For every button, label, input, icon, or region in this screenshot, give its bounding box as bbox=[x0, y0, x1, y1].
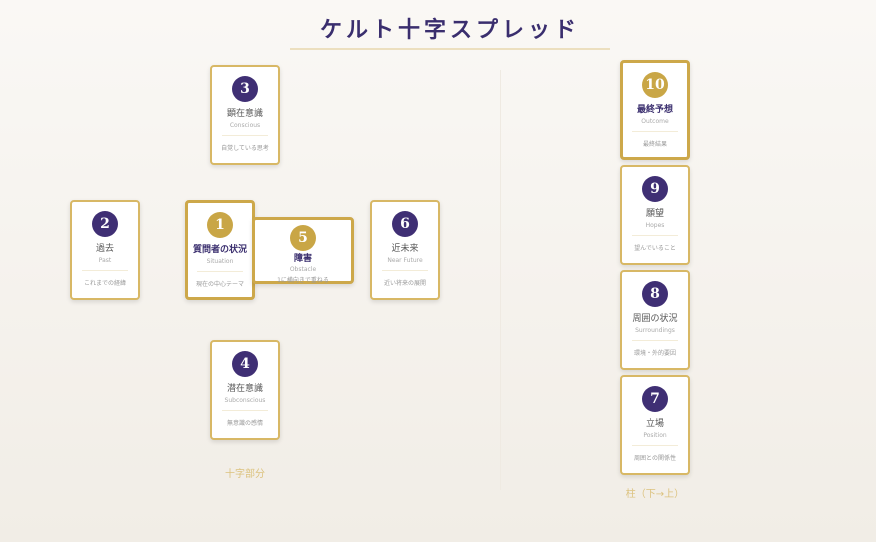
card-divider bbox=[632, 445, 678, 446]
page-title: ケルト十字スプレッド bbox=[319, 18, 580, 43]
card-position-10[interactable]: 10 最終予想 Outcome 最終結果 bbox=[620, 60, 690, 160]
card-divider bbox=[632, 340, 678, 341]
card-name: 近未来 bbox=[391, 244, 419, 254]
card-english-name: Hopes bbox=[645, 222, 665, 229]
card-divider bbox=[632, 235, 678, 236]
card-divider bbox=[222, 135, 268, 136]
card-position-4[interactable]: 4 潜在意識 Subconscious 無意識の感情 bbox=[210, 340, 280, 440]
card-number-badge: 6 bbox=[392, 211, 418, 237]
card-number-badge: 5 bbox=[290, 225, 316, 251]
card-description: これまでの経緯 bbox=[83, 280, 126, 287]
card-number-badge: 8 bbox=[642, 281, 668, 307]
card-description: 無意識の感情 bbox=[226, 420, 263, 427]
card-name: 潜在意識 bbox=[226, 384, 263, 394]
card-name: 最終予想 bbox=[636, 105, 673, 115]
card-english-name: Near Future bbox=[387, 257, 423, 264]
card-english-name: Surroundings bbox=[635, 327, 675, 334]
card-description: 現在の中心テーマ bbox=[195, 281, 244, 288]
card-position-1[interactable]: 1 質問者の状況 Situation 現在の中心テーマ bbox=[185, 200, 255, 300]
card-description: 環境・外的要因 bbox=[633, 350, 676, 357]
card-position-5[interactable]: 5 障害 Obstacle 1に横向きで重ねる bbox=[252, 217, 354, 284]
card-number-badge: 1 bbox=[207, 212, 233, 238]
card-english-name: Past bbox=[98, 257, 112, 264]
card-english-name: Conscious bbox=[229, 122, 261, 129]
card-english-name: Outcome bbox=[641, 118, 669, 125]
card-english-name: Position bbox=[643, 432, 667, 439]
card-divider bbox=[632, 131, 678, 132]
card-name: 顕在意識 bbox=[226, 109, 263, 119]
staff-section-label: 柱（下→上） bbox=[625, 489, 685, 500]
card-number-badge: 7 bbox=[642, 386, 668, 412]
card-position-9[interactable]: 9 願望 Hopes 望んでいること bbox=[620, 165, 690, 265]
card-number-badge: 9 bbox=[642, 176, 668, 202]
card-description: 1に横向きで重ねる bbox=[277, 277, 329, 284]
card-position-3[interactable]: 3 顕在意識 Conscious 自覚している思考 bbox=[210, 65, 280, 165]
cross-section-label: 十字部分 bbox=[225, 469, 265, 480]
card-english-name: Obstacle bbox=[289, 266, 317, 273]
title-underline bbox=[290, 48, 610, 50]
card-english-name: Situation bbox=[206, 258, 234, 265]
card-position-8[interactable]: 8 周囲の状況 Surroundings 環境・外的要因 bbox=[620, 270, 690, 370]
card-name: 障害 bbox=[293, 254, 312, 264]
card-position-6[interactable]: 6 近未来 Near Future 近い将来の展開 bbox=[370, 200, 440, 300]
card-number-badge: 2 bbox=[92, 211, 118, 237]
card-position-2[interactable]: 2 過去 Past これまでの経緯 bbox=[70, 200, 140, 300]
card-number-badge: 3 bbox=[232, 76, 258, 102]
card-description: 自覚している思考 bbox=[221, 145, 269, 152]
section-divider bbox=[500, 70, 501, 490]
card-name: 周囲の状況 bbox=[632, 314, 678, 324]
card-name: 願望 bbox=[645, 209, 664, 219]
card-description: 最終結果 bbox=[642, 141, 667, 148]
card-description: 望んでいること bbox=[634, 245, 676, 252]
card-name: 質問者の状況 bbox=[192, 245, 247, 255]
card-position-7[interactable]: 7 立場 Position 周囲との関係性 bbox=[620, 375, 690, 475]
card-description: 近い将来の展開 bbox=[383, 280, 426, 287]
card-divider bbox=[382, 270, 428, 271]
card-divider bbox=[222, 410, 268, 411]
card-name: 過去 bbox=[95, 244, 114, 254]
card-divider bbox=[197, 271, 243, 272]
card-divider bbox=[82, 270, 128, 271]
card-name: 立場 bbox=[645, 419, 664, 429]
card-english-name: Subconscious bbox=[224, 397, 266, 404]
card-number-badge: 4 bbox=[232, 351, 258, 377]
card-description: 周囲との関係性 bbox=[634, 455, 676, 462]
card-number-badge: 10 bbox=[642, 72, 668, 98]
